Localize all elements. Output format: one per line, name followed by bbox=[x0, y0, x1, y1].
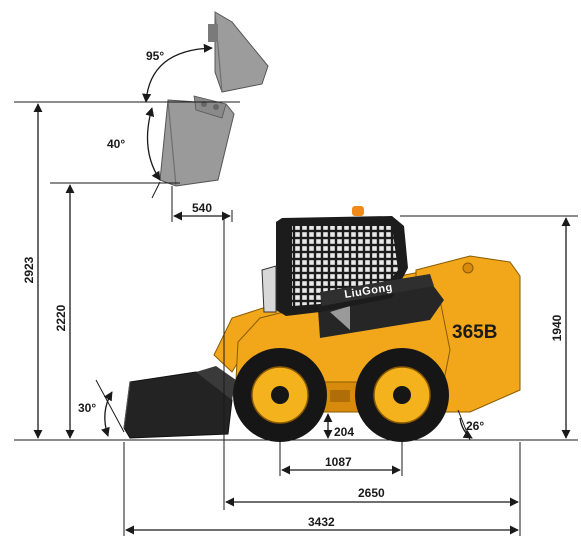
length-with-bucket-label: 3432 bbox=[308, 515, 335, 529]
ground-clearance-label: 204 bbox=[334, 425, 354, 439]
dump-reach-label: 540 bbox=[192, 201, 212, 215]
rollback-angle-arc bbox=[145, 107, 161, 181]
departure-angle-arc bbox=[459, 417, 473, 439]
cab-height-label: 1940 bbox=[550, 314, 564, 341]
wheelbase-label: 1087 bbox=[325, 455, 352, 469]
front-wheel bbox=[233, 348, 327, 442]
ground-angle-arc bbox=[101, 391, 113, 437]
rear-wheel bbox=[355, 348, 449, 442]
dump-angle-arc bbox=[142, 43, 213, 103]
dump-angle-label: 95° bbox=[146, 49, 164, 63]
bucket-dumped-position bbox=[208, 11, 269, 93]
departure-angle-label: 26° bbox=[466, 419, 484, 433]
model-label: 365B bbox=[452, 322, 497, 343]
bucket-rolled-back-position bbox=[159, 95, 235, 187]
hinge-height-label: 2220 bbox=[54, 304, 68, 331]
bucket-lowered-position bbox=[123, 366, 236, 439]
overall-height-label: 2923 bbox=[22, 256, 36, 283]
rollback-angle-label: 40° bbox=[107, 137, 125, 151]
warning-beacon bbox=[352, 206, 364, 216]
ground-angle-label: 30° bbox=[78, 401, 96, 415]
brand-badge bbox=[320, 274, 434, 306]
length-without-bucket-label: 2650 bbox=[358, 486, 385, 500]
